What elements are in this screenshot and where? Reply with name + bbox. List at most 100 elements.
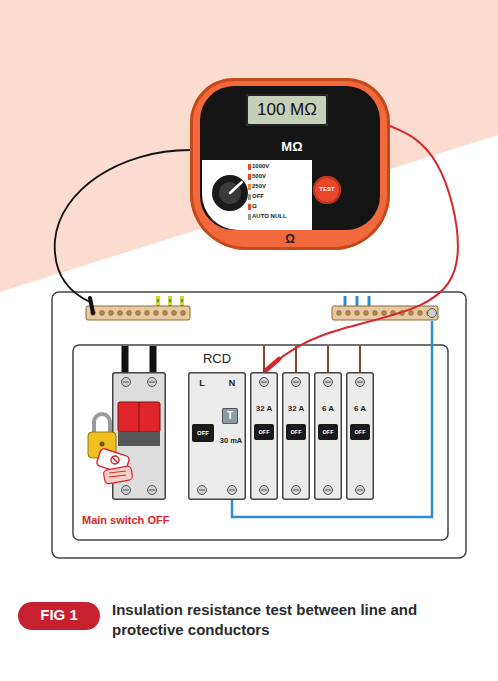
range-dial-detail [248,194,251,200]
switch-note: Main switch OFF [82,514,169,527]
rcd-device-detail [199,490,205,491]
black-test-lead [55,150,190,313]
mcb-breaker-detail [357,490,363,491]
rating-label: 30 mA [216,436,246,445]
main-switch-detail [122,378,131,387]
test-button: TEST [313,176,341,204]
range-label: 500V [252,173,308,180]
terminal-hole [145,311,150,316]
range-label: 1000V [252,163,308,170]
insulation-tester: MΩ Ω 100 MΩ 1000V 500V 250V OFF Ω AUTO NULL TEST [190,78,390,250]
main-switch-detail [88,432,116,458]
range-label: AUTO NULL [252,213,308,220]
main-switch-detail [122,486,131,495]
line-busbar-wires [359,346,361,372]
terminal-hole [373,311,378,316]
consumer-unit-enclosure [73,345,448,540]
terminal-label: N [226,378,238,389]
earth-bar [86,306,190,320]
main-switch-detail [123,382,129,383]
main-switch-detail [149,382,155,383]
terminal-hole [337,311,342,316]
toggle-label: OFF [350,429,370,436]
main-switch-detail [103,466,133,485]
terminal-hole [409,311,414,316]
mcb-breaker-detail [356,378,365,387]
terminal-hole [355,311,360,316]
terminal-hole [109,311,114,316]
terminal-hole [91,311,186,316]
terminal-hole [118,311,123,316]
rating-label: 6 A [346,404,374,414]
unit-label: Ω [277,232,303,246]
mcb-breaker-detail [356,486,365,495]
neutral-link-wire [232,321,432,517]
consumer-unit-enclosure [52,292,466,558]
insulation-tester-detail [200,86,380,230]
toggle-label: OFF [192,430,214,437]
range-dial-detail [248,174,251,180]
mcb-toggle: OFF [286,424,306,440]
button-label: TEST [313,186,341,193]
button-label: T [222,410,238,422]
terminal-hole [181,311,186,316]
figure-number: FIG 1 [18,606,100,624]
mcb-breaker-detail [260,486,269,495]
mcb-breaker-detail [357,382,363,383]
range-dial-detail [248,164,251,170]
mcb-toggle: OFF [350,424,370,440]
terminal-hole [382,311,387,316]
figure-caption: Insulation resistance test between line … [112,600,442,641]
mcb-toggle: OFF [318,424,338,440]
line-busbar-wires [327,346,329,372]
main-switch: Main switch OFF [112,372,166,500]
mcb-breaker-detail [325,490,331,491]
device-heading: RCD [188,351,246,367]
mcb-breaker-detail [325,382,331,383]
toggle-label: OFF [254,429,274,436]
line-busbar-wires [295,346,297,372]
main-switch-detail [109,471,126,473]
main-switch-detail [149,490,155,491]
black-test-lead [55,150,190,302]
toggle-label: OFF [318,429,338,436]
mcb-breaker-detail [324,486,333,495]
meter-display: 100 MΩ [246,94,328,126]
terminal-hole [100,311,105,316]
main-switch-detail [112,372,166,500]
main-switch-detail [109,475,126,477]
figure-badge: FIG 1 [18,602,100,630]
supply-cables [150,346,157,372]
terminal-hole [127,311,132,316]
black-test-lead [90,298,93,313]
unit-label: MΩ [266,139,318,155]
rcd-toggle: OFF [192,424,214,442]
main-switch-detail [96,448,130,474]
neutral-link-wire [232,321,432,517]
range-dial-detail [219,182,241,204]
range-label: Ω [252,203,308,210]
toggle-label: OFF [286,429,306,436]
rcd-test-button: T [222,408,238,424]
terminal-hole [136,311,141,316]
terminal-hole [163,311,168,316]
mcb-breaker: 32 AOFF [250,372,278,500]
probe-tip [266,359,279,370]
range-label: OFF [252,193,308,200]
mcb-toggle: OFF [254,424,274,440]
mcb-breaker-detail [261,382,267,383]
range-dial-detail [248,184,251,190]
main-switch-detail [112,457,118,463]
main-switch-detail [118,402,160,432]
mcb-breaker: 32 AOFF [282,372,310,500]
mcb-breaker-detail [324,378,333,387]
mcb-breaker-detail [261,490,267,491]
main-switch-detail [148,378,157,387]
range-label: 250V [252,183,308,190]
consumer-unit-enclosure [52,292,466,558]
main-switch-detail [139,402,140,432]
main-switch-detail [118,432,160,446]
supply-cables [122,346,129,372]
range-dial-detail [212,175,248,211]
terminal-hole [172,311,177,316]
